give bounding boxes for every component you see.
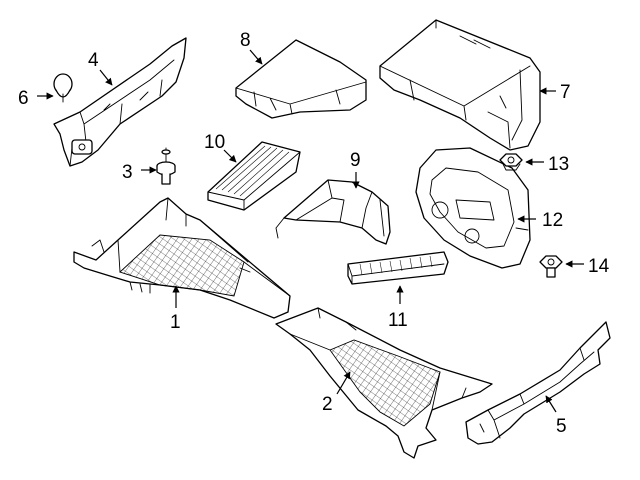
part-4-duct-bracket (53, 37, 187, 167)
part-6-fastener (53, 73, 73, 103)
leader-8 (249, 49, 263, 65)
callout-13: 13 (548, 154, 569, 175)
part-8-filter-cover (235, 39, 367, 119)
part-14-bolt (539, 255, 563, 278)
callout-10: 10 (204, 132, 225, 153)
callout-1: 1 (170, 312, 181, 333)
callout-5: 5 (556, 416, 567, 437)
callout-9: 9 (350, 150, 361, 171)
callout-12: 12 (542, 210, 563, 231)
part-12-blower-housing (415, 147, 531, 269)
part-11-cabin-filter (347, 251, 449, 285)
callout-7: 7 (560, 82, 571, 103)
callout-6: 6 (18, 88, 29, 109)
leader-5 (545, 395, 557, 413)
callout-14: 14 (588, 256, 610, 277)
callout-labels: 1 2 3 4 5 6 7 8 9 10 11 12 13 14 (18, 30, 610, 437)
part-9-bracket (275, 179, 391, 245)
part-7-filter-housing (379, 19, 541, 151)
callout-3: 3 (122, 162, 133, 183)
leader-4 (99, 69, 113, 86)
callout-11: 11 (388, 310, 408, 331)
part-5-support-rail (465, 321, 611, 445)
leader-10 (223, 149, 237, 163)
part-1-left-cowl-panel (73, 197, 291, 319)
filter-11-pleats (359, 255, 433, 276)
filter-10-pleats (215, 145, 290, 197)
part-13-nut (499, 153, 523, 171)
callout-4: 4 (88, 50, 99, 71)
leader-2 (336, 371, 351, 395)
part-3-push-clip (156, 147, 176, 185)
callout-2: 2 (322, 394, 333, 415)
callout-8: 8 (240, 30, 251, 51)
part-10-cabin-filter (207, 141, 301, 211)
part-2-right-cowl-panel (275, 307, 493, 459)
leader-lines (37, 49, 584, 413)
